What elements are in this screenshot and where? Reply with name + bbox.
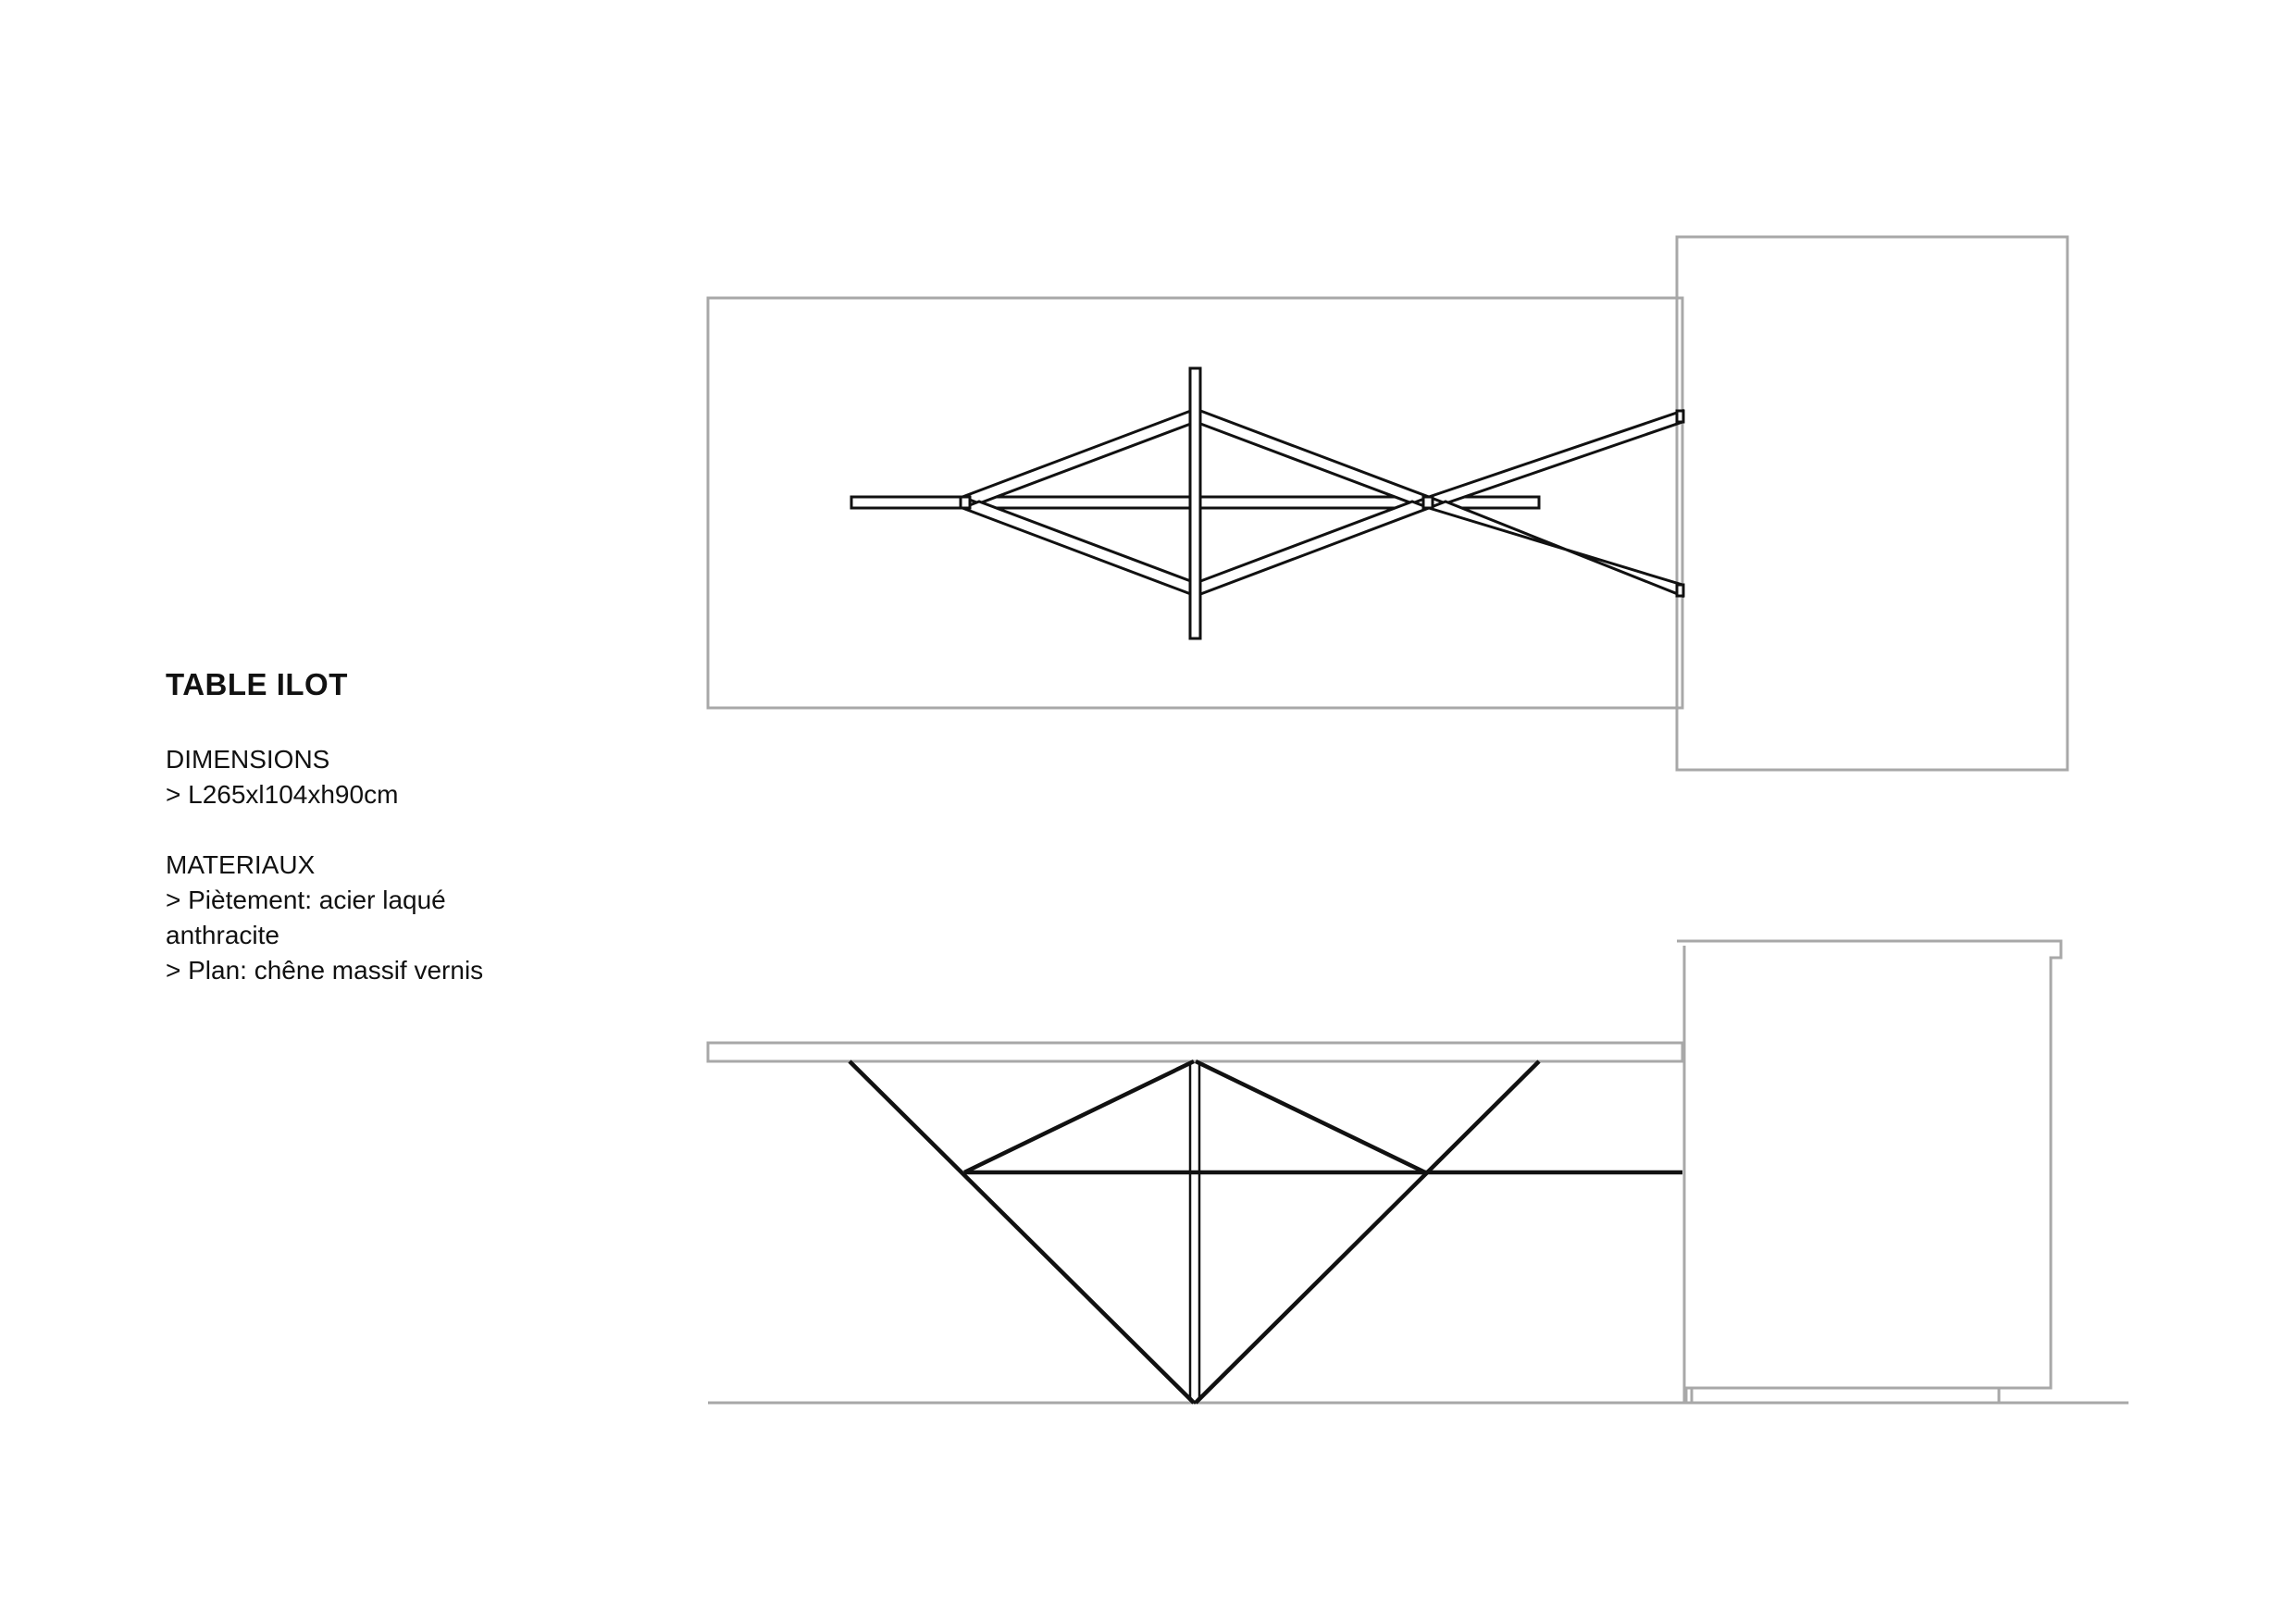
plan-diagonal-lower-right bbox=[1194, 500, 1433, 599]
materials-section: MATERIAUX > Piètement: acier laqué anthr… bbox=[166, 848, 591, 988]
materials-base-finish: anthracite bbox=[166, 921, 279, 950]
elevation-central-post-foot bbox=[1187, 1394, 1202, 1405]
plan-extension-lower-end bbox=[1675, 583, 1685, 598]
elevation-left-leg bbox=[848, 1059, 1196, 1405]
plan-extension-upper-end bbox=[1675, 409, 1685, 424]
elevation-inner-right-diagonal bbox=[1195, 1059, 1426, 1175]
product-title: TABLE ILOT bbox=[166, 667, 348, 701]
plan-node-left bbox=[959, 495, 972, 510]
elevation-right-leg bbox=[1194, 1059, 1541, 1405]
materials-top: > Plan: chêne massif vernis bbox=[166, 956, 484, 985]
materials-heading: MATERIAUX bbox=[166, 850, 316, 880]
plan-extension-upper bbox=[1424, 408, 1684, 505]
elevation-view bbox=[706, 939, 2128, 1405]
elevation-island-cabinet bbox=[1677, 939, 2063, 1403]
plan-diagonal-upper-right bbox=[1194, 406, 1433, 505]
plan-diagonal-upper-left bbox=[958, 406, 1198, 505]
plan-node-right bbox=[1421, 495, 1434, 510]
elevation-inner-left-diagonal bbox=[963, 1059, 1195, 1175]
dimensions-heading: DIMENSIONS bbox=[166, 745, 330, 774]
plan-tabletop-outline bbox=[706, 296, 1684, 710]
dimensions-value: > L265xl104xh90cm bbox=[166, 780, 399, 810]
dimensions-section: DIMENSIONS > L265xl104xh90cm bbox=[166, 742, 591, 812]
plan-extension-lower bbox=[1424, 500, 1684, 599]
elevation-tabletop bbox=[706, 1041, 1684, 1063]
plan-view bbox=[706, 235, 2069, 772]
spec-panel: TABLE ILOT DIMENSIONS > L265xl104xh90cm … bbox=[166, 667, 591, 1023]
materials-base: > Piètement: acier laqué bbox=[166, 886, 446, 915]
plan-island-block-outline bbox=[1675, 235, 2069, 772]
plan-central-crossbar bbox=[1188, 366, 1202, 640]
plan-diagonal-lower-left bbox=[958, 500, 1198, 599]
